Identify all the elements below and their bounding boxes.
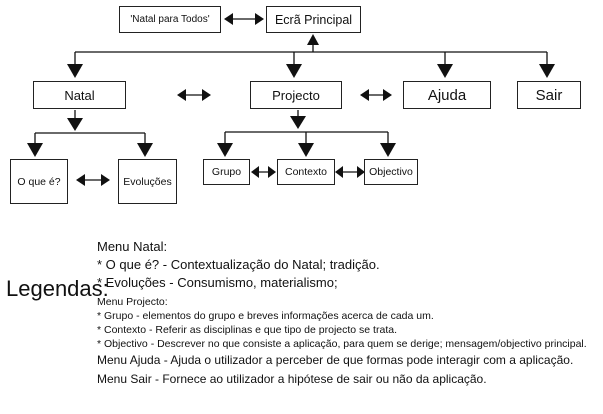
legend-projecto-item-2: * Contexto - Referir as disciplinas e qu… bbox=[97, 324, 397, 336]
node-label: Grupo bbox=[211, 166, 242, 178]
node-projecto: Projecto bbox=[250, 81, 342, 109]
legend-projecto-item-1: * Grupo - elementos do grupo e breves in… bbox=[97, 310, 434, 322]
legend-natal-item-1: * O que é? - Contextualização do Natal; … bbox=[97, 257, 380, 272]
node-label: Ajuda bbox=[427, 86, 467, 104]
node-ajuda: Ajuda bbox=[403, 81, 491, 109]
legend-title: Legendas: bbox=[6, 276, 109, 301]
node-label: O que é? bbox=[17, 175, 61, 188]
node-o-que-e: O que é? bbox=[10, 159, 68, 204]
legend-menu-natal: Menu Natal: bbox=[97, 239, 168, 254]
node-ecra-principal: Ecrã Principal bbox=[266, 6, 361, 33]
node-evolucoes: Evoluções bbox=[118, 159, 177, 204]
node-label: Contexto bbox=[284, 166, 328, 178]
node-contexto: Contexto bbox=[277, 159, 335, 185]
node-label: Objectivo bbox=[369, 166, 413, 178]
node-label: Projecto bbox=[272, 87, 320, 103]
legend-menu-ajuda: Menu Ajuda - Ajuda o utilizador a perceb… bbox=[97, 353, 574, 367]
node-sair: Sair bbox=[517, 81, 581, 109]
legend-menu-sair: Menu Sair - Fornece ao utilizador a hipó… bbox=[97, 372, 487, 386]
node-natal: Natal bbox=[33, 81, 126, 109]
legend-menu-projecto: Menu Projecto: bbox=[97, 296, 168, 308]
node-label: Ecrã Principal bbox=[274, 12, 353, 27]
node-natal-para-todos: 'Natal para Todos' bbox=[119, 6, 221, 33]
node-grupo: Grupo bbox=[203, 159, 250, 185]
node-objectivo: Objectivo bbox=[364, 159, 418, 185]
node-label: Evoluções bbox=[123, 175, 172, 188]
node-label: Natal bbox=[64, 87, 95, 103]
node-label: Sair bbox=[535, 86, 563, 104]
legend-natal-item-2: * Evoluções - Consumismo, materialismo; bbox=[97, 275, 338, 290]
legend-projecto-item-3: * Objectivo - Descrever no que consiste … bbox=[97, 338, 587, 350]
node-label: 'Natal para Todos' bbox=[130, 14, 210, 25]
